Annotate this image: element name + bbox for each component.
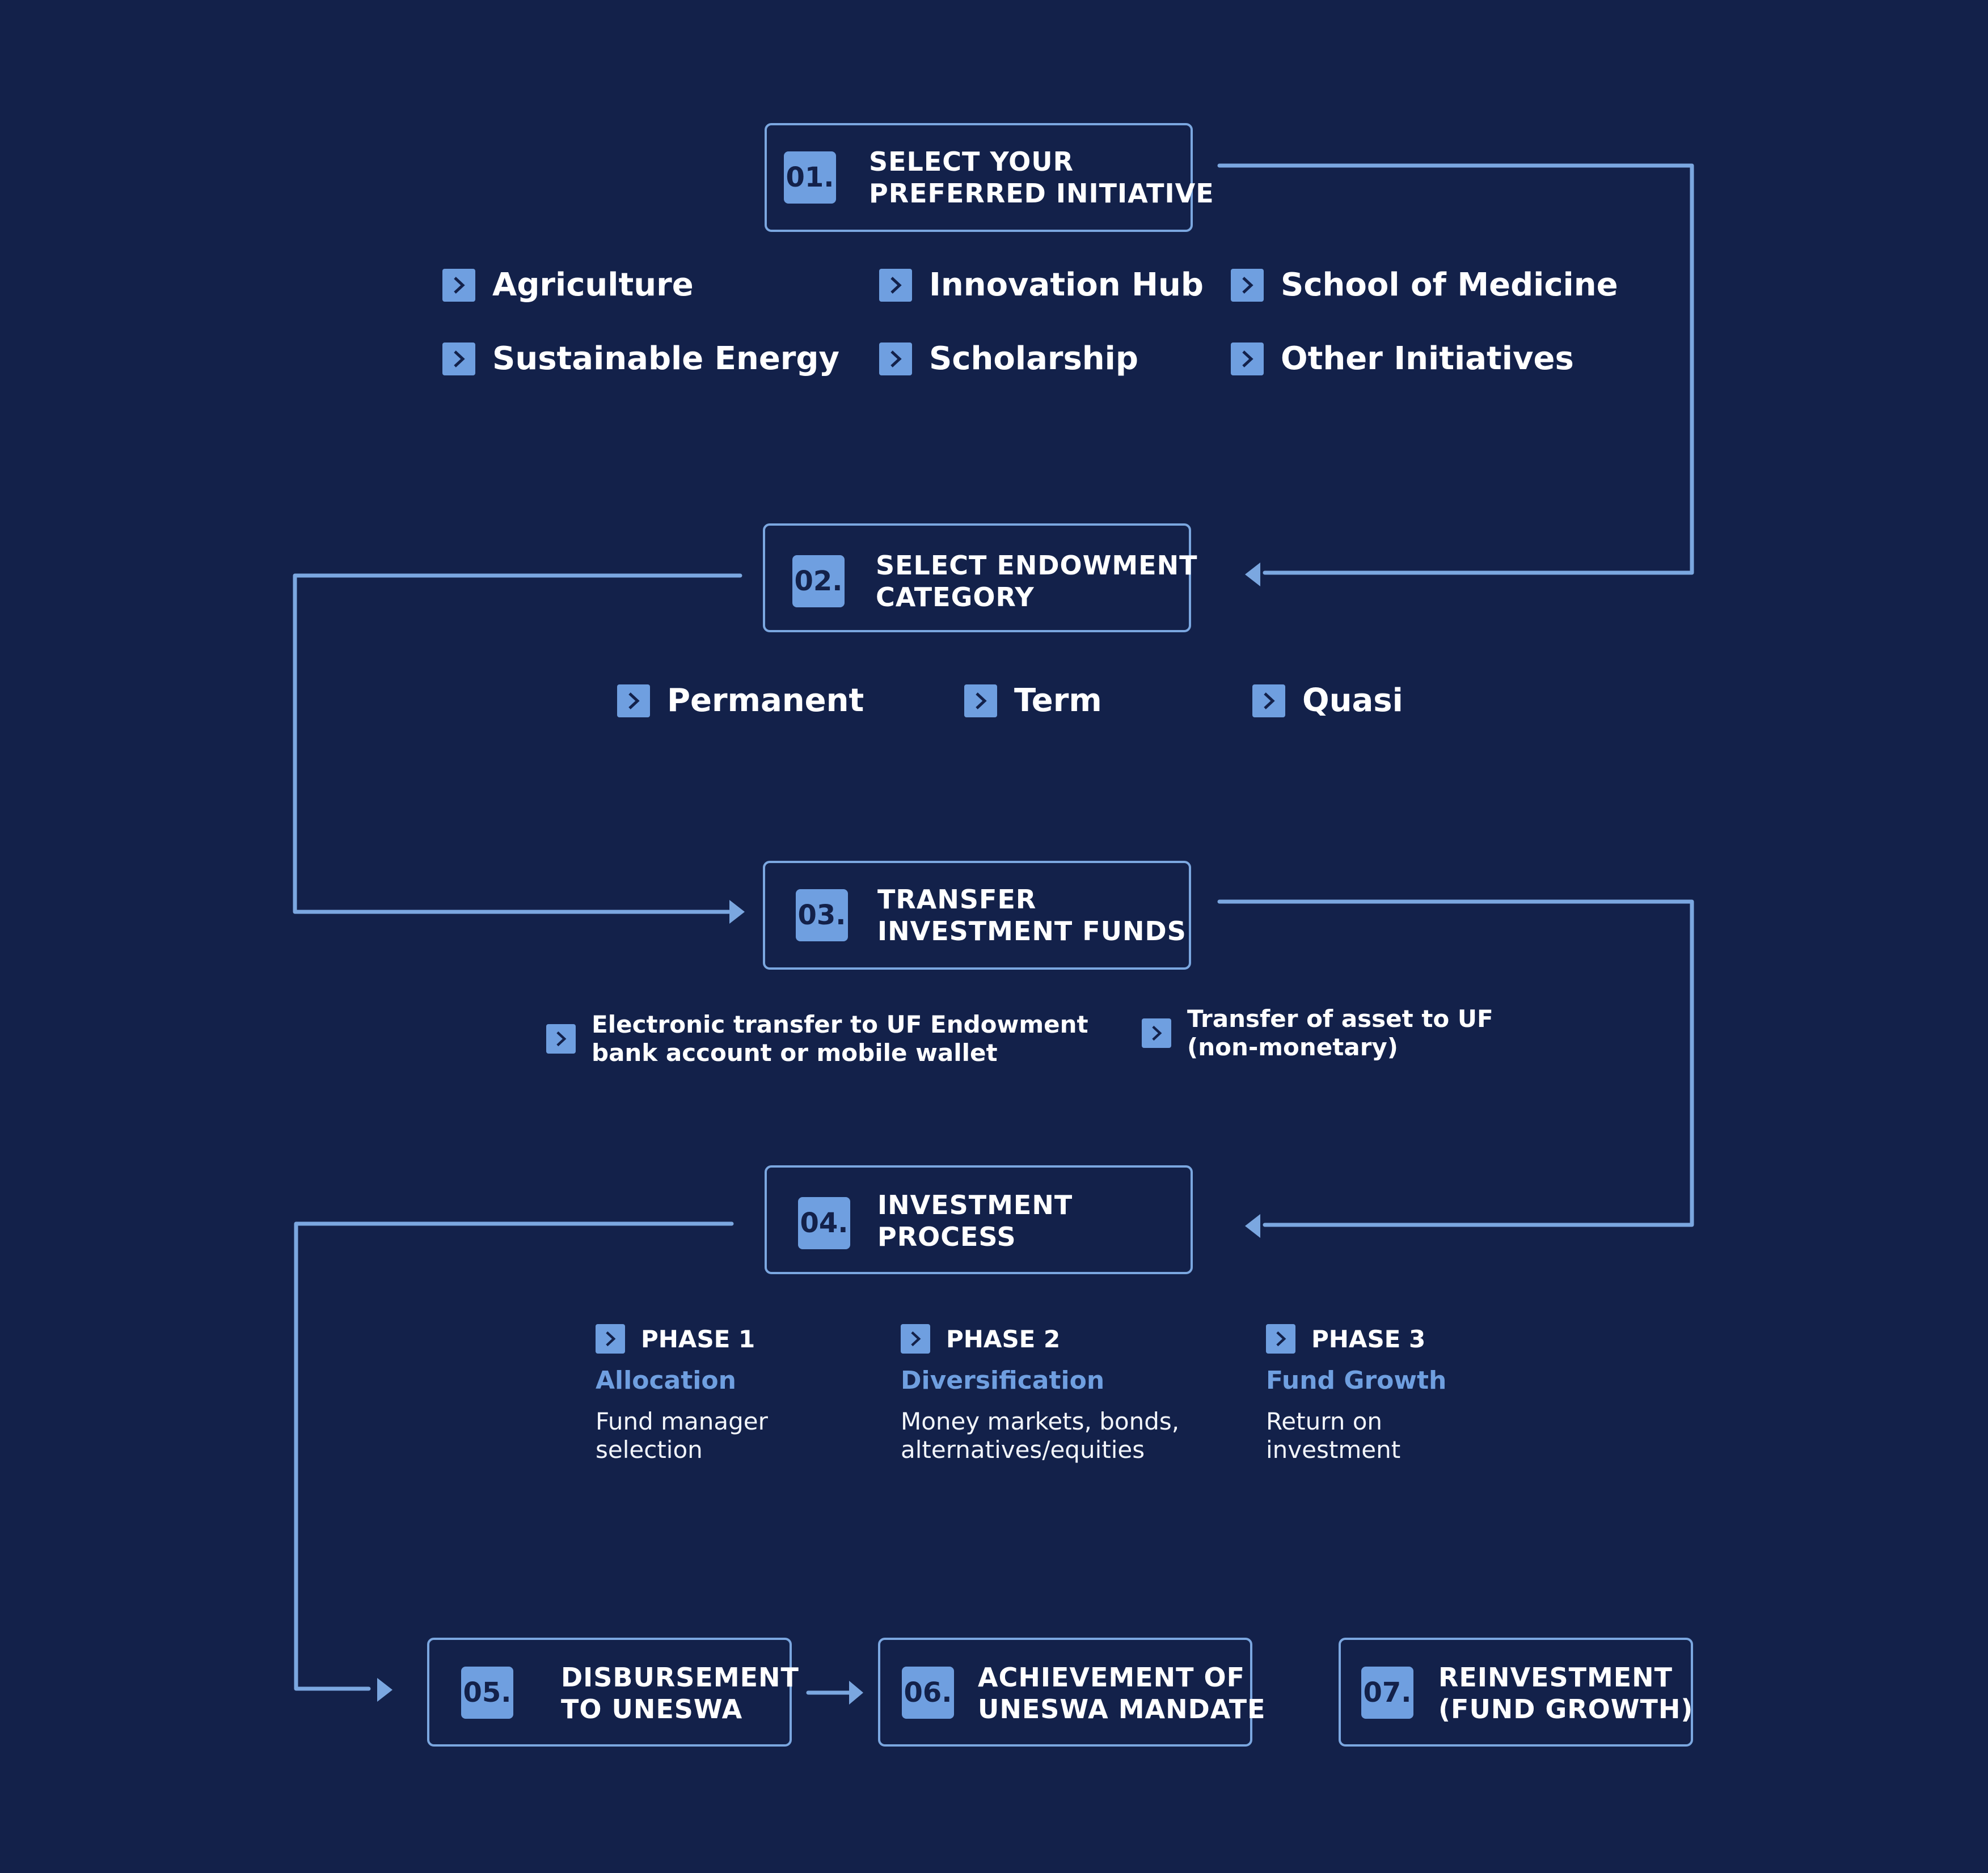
step-number-badge: 03. xyxy=(796,889,848,941)
phase-name: Fund Growth xyxy=(1266,1366,1447,1395)
phase-3: PHASE 3 Fund Growth Return on investment xyxy=(1266,1324,1446,1464)
step-title: TRANSFER INVESTMENT FUNDS xyxy=(877,884,1187,946)
step-number-badge: 06. xyxy=(902,1667,954,1719)
step-title: ACHIEVEMENT OF UNESWA MANDATE xyxy=(978,1662,1266,1724)
step-03-box: 03. TRANSFER INVESTMENT FUNDS xyxy=(763,861,1191,970)
chevron-right-icon xyxy=(1266,1324,1295,1354)
chevron-right-icon xyxy=(596,1324,625,1354)
step-05-box: 05. DISBURSEMENT TO UNESWA xyxy=(427,1638,799,1747)
phase-label: PHASE 1 xyxy=(641,1325,755,1353)
chevron-right-icon xyxy=(964,684,997,717)
step-07-box: 07. REINVESTMENT (FUND GROWTH) xyxy=(1339,1638,1693,1747)
arrowhead-icon xyxy=(1245,563,1260,586)
chevron-right-icon xyxy=(1252,684,1285,717)
step-title: SELECT ENDOWMENT CATEGORY xyxy=(876,550,1198,612)
phase-label: PHASE 3 xyxy=(1311,1325,1426,1353)
chevron-right-icon xyxy=(442,268,475,302)
initiative-innovation-hub: Innovation Hub xyxy=(879,267,1204,303)
step-title: SELECT YOUR PREFERRED INITIATIVE xyxy=(869,146,1214,209)
category-term: Term xyxy=(964,682,1102,719)
chevron-right-icon xyxy=(617,684,650,717)
phase-description: Fund manager selection xyxy=(596,1407,768,1464)
initiative-sustainable-energy: Sustainable Energy xyxy=(442,340,839,377)
step-number-badge: 05. xyxy=(461,1667,513,1719)
step-01-box: 01. SELECT YOUR PREFERRED INITIATIVE xyxy=(765,123,1214,232)
category-permanent: Permanent xyxy=(617,682,864,719)
initiative-scholarship: Scholarship xyxy=(879,340,1138,377)
step-title: REINVESTMENT (FUND GROWTH) xyxy=(1438,1662,1694,1724)
phase-name: Diversification xyxy=(901,1366,1105,1395)
phase-description: Return on investment xyxy=(1266,1407,1401,1464)
step-06-box: 06. ACHIEVEMENT OF UNESWA MANDATE xyxy=(878,1638,1265,1747)
arrowhead-icon xyxy=(1245,1214,1260,1238)
phase-2: PHASE 2 Diversification Money markets, b… xyxy=(901,1324,1179,1464)
chevron-right-icon xyxy=(901,1324,930,1354)
step-number-badge: 01. xyxy=(784,151,836,204)
phase-description: Money markets, bonds, alternatives/equit… xyxy=(901,1407,1180,1464)
connector-01-02 xyxy=(1217,163,1694,575)
step-title: INVESTMENT PROCESS xyxy=(877,1190,1073,1252)
arrowhead-icon xyxy=(729,900,745,924)
initiative-agriculture: Agriculture xyxy=(442,267,694,303)
step-number-badge: 04. xyxy=(798,1197,850,1249)
connector-03-04 xyxy=(1217,899,1694,1227)
initiative-other: Other Initiatives xyxy=(1231,340,1574,377)
chevron-right-icon xyxy=(879,268,912,302)
arrowhead-icon xyxy=(849,1681,863,1705)
phase-1: PHASE 1 Allocation Fund manager selectio… xyxy=(596,1324,768,1464)
category-quasi: Quasi xyxy=(1252,682,1403,719)
step-title: DISBURSEMENT TO UNESWA xyxy=(561,1662,799,1724)
connector-04-05 xyxy=(294,1221,734,1691)
chevron-right-icon xyxy=(1231,268,1264,302)
chevron-right-icon xyxy=(1142,1018,1171,1048)
chevron-right-icon xyxy=(879,342,912,375)
step-04-box: 04. INVESTMENT PROCESS xyxy=(765,1165,1193,1274)
step-number-badge: 07. xyxy=(1361,1667,1413,1719)
chevron-right-icon xyxy=(546,1024,576,1054)
chevron-right-icon xyxy=(1231,342,1264,375)
phase-label: PHASE 2 xyxy=(946,1325,1061,1353)
connector-02-03 xyxy=(293,573,742,914)
chevron-right-icon xyxy=(442,342,475,375)
arrowhead-icon xyxy=(377,1678,392,1702)
phase-name: Allocation xyxy=(596,1366,736,1395)
step-02-box: 02. SELECT ENDOWMENT CATEGORY xyxy=(763,523,1197,632)
step-number-badge: 02. xyxy=(792,555,845,607)
transfer-asset: Transfer of asset to UF (non-monetary) xyxy=(1142,1005,1493,1062)
initiative-school-of-medicine: School of Medicine xyxy=(1231,267,1618,303)
transfer-electronic: Electronic transfer to UF Endowment bank… xyxy=(546,1011,1088,1067)
